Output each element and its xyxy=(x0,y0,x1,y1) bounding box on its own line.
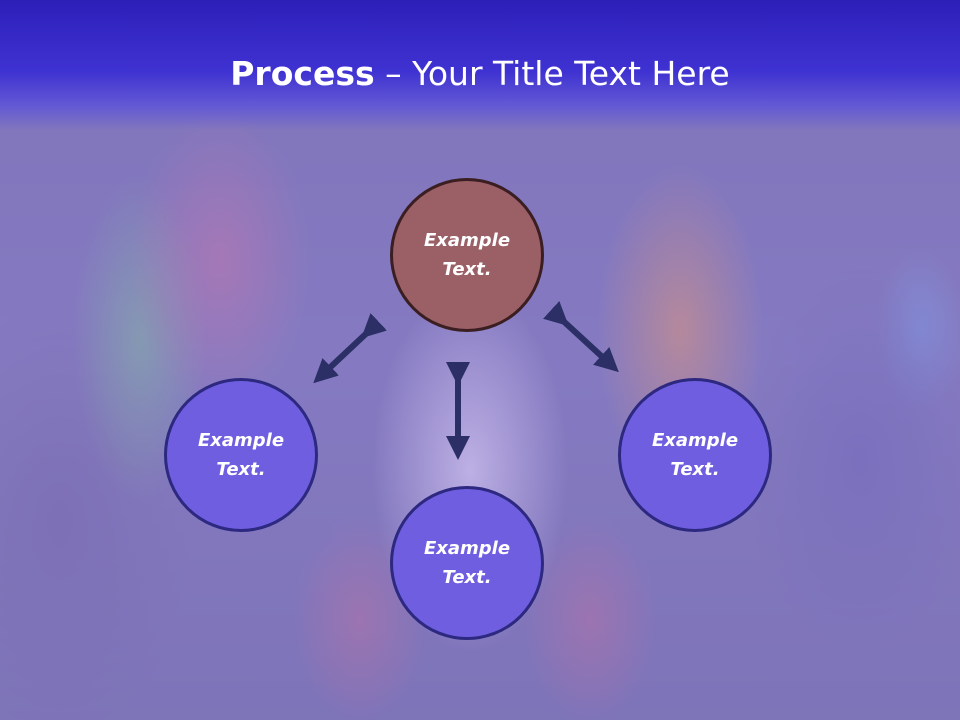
arrow-center-left xyxy=(313,313,387,384)
right-node-label: Example Text. xyxy=(651,430,739,480)
center-node-label: Example Text. xyxy=(423,230,511,280)
right-node[interactable]: Example Text. xyxy=(618,378,772,532)
center-node[interactable]: Example Text. xyxy=(390,178,544,332)
title-rest: – Your Title Text Here xyxy=(374,54,730,93)
left-node[interactable]: Example Text. xyxy=(164,378,318,532)
title-band xyxy=(0,0,960,130)
bottom-node[interactable]: Example Text. xyxy=(390,486,544,640)
left-node-label: Example Text. xyxy=(197,430,285,480)
bottom-node-label: Example Text. xyxy=(423,538,511,588)
title-bold: Process xyxy=(230,54,375,93)
arrow-center-right xyxy=(543,301,619,373)
slide-title[interactable]: Process – Your Title Text Here xyxy=(0,52,960,96)
